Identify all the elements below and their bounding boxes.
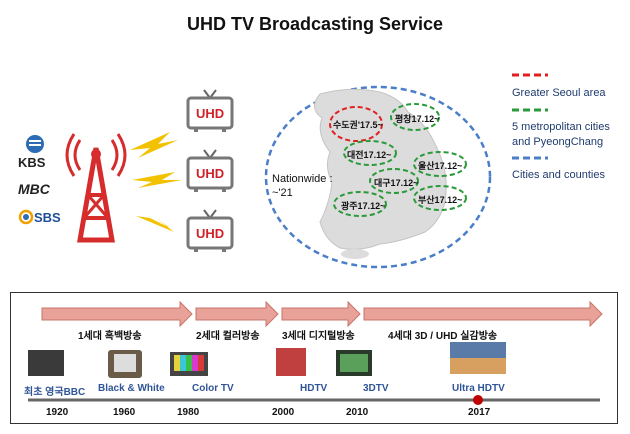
legend-text-seoul: Greater Seoul area bbox=[512, 87, 606, 99]
timeline-label-hdtv: HDTV bbox=[300, 383, 328, 394]
photo-hdtv bbox=[276, 348, 306, 376]
era-arrow-4 bbox=[363, 300, 603, 328]
year-1980: 1980 bbox=[177, 407, 200, 418]
page-title: UHD TV Broadcasting Service bbox=[186, 14, 444, 34]
tv-icon bbox=[186, 209, 234, 252]
kbs-emblem-icon bbox=[26, 135, 44, 153]
era-arrow-1 bbox=[41, 300, 193, 328]
sbs-logo bbox=[18, 206, 68, 233]
kbs-logo bbox=[20, 134, 50, 164]
legend-swatches bbox=[512, 73, 548, 160]
era-label-3: 3세대 디지털방송 bbox=[282, 331, 355, 342]
jeju-island-shape bbox=[341, 249, 369, 259]
legend-text-cities: Cities and counties bbox=[512, 169, 605, 181]
photo-bbc bbox=[28, 350, 64, 376]
era-label-4: 4세대 3D / UHD 실감방송 bbox=[388, 331, 498, 342]
timeline-label-3dtv: 3DTV bbox=[363, 383, 389, 394]
broadcast-history-timeline bbox=[10, 292, 618, 424]
year-2017: 2017 bbox=[468, 407, 491, 418]
timeline-label-bbc: 최초 영국BBC bbox=[24, 387, 86, 398]
sbs-emblem-icon bbox=[18, 209, 34, 225]
sbs-logo-text: SBS bbox=[34, 210, 61, 225]
region-label-busan: 부산17.12~ bbox=[418, 195, 463, 205]
region-label-gwangju: 광주17.12~ bbox=[341, 201, 386, 211]
era-label-1: 1세대 흑백방송 bbox=[78, 331, 142, 342]
era-arrow-2 bbox=[195, 300, 279, 328]
era-label-2: 2세대 컬러방송 bbox=[196, 331, 260, 342]
region-label-ulsan: 울산17.12~ bbox=[418, 161, 463, 171]
timeline-label-uhdtv: Ultra HDTV bbox=[452, 383, 505, 394]
tv-icon bbox=[186, 149, 234, 192]
region-label-pyeongchang: 평창17.12~ bbox=[395, 114, 440, 124]
seoul-area-ring bbox=[329, 106, 383, 142]
mbc-logo: MBC bbox=[18, 181, 50, 197]
timeline-label-color: Color TV bbox=[192, 383, 234, 394]
era-arrows bbox=[28, 300, 603, 405]
tv-icon bbox=[186, 89, 234, 132]
broadcast-tower-icon bbox=[65, 132, 182, 243]
timeline-marker-2017 bbox=[473, 395, 483, 405]
nationwide-coverage-ring bbox=[264, 85, 492, 269]
year-1920: 1920 bbox=[46, 407, 69, 418]
uhd-tv-1: UHD bbox=[186, 88, 234, 139]
era-arrow-3 bbox=[281, 300, 361, 328]
kbs-logo-text: KBS bbox=[18, 155, 46, 170]
year-2000: 2000 bbox=[272, 407, 295, 418]
tv-uhd-label: UHD bbox=[196, 106, 225, 121]
timeline-label-bw: Black & White bbox=[98, 383, 165, 394]
korea-coverage-map bbox=[264, 85, 492, 269]
legend-text-metro: 5 metropolitan cities and PyeongChang bbox=[512, 121, 610, 148]
korea-peninsula-shape bbox=[314, 88, 447, 250]
uhd-tv-3: UHD bbox=[186, 208, 234, 259]
nationwide-label: Nationwide : ~'21 bbox=[272, 173, 333, 199]
tv-uhd-label: UHD bbox=[196, 166, 225, 181]
year-1960: 1960 bbox=[113, 407, 136, 418]
region-label-daejeon: 대전17.12~ bbox=[347, 150, 392, 160]
region-label-daegu: 대구17.12~ bbox=[374, 178, 419, 188]
uhd-tv-2: UHD bbox=[186, 148, 234, 199]
region-label-seoul: 수도권'17.5~ bbox=[333, 120, 383, 130]
tv-uhd-label: UHD bbox=[196, 226, 225, 241]
year-2010: 2010 bbox=[346, 407, 369, 418]
